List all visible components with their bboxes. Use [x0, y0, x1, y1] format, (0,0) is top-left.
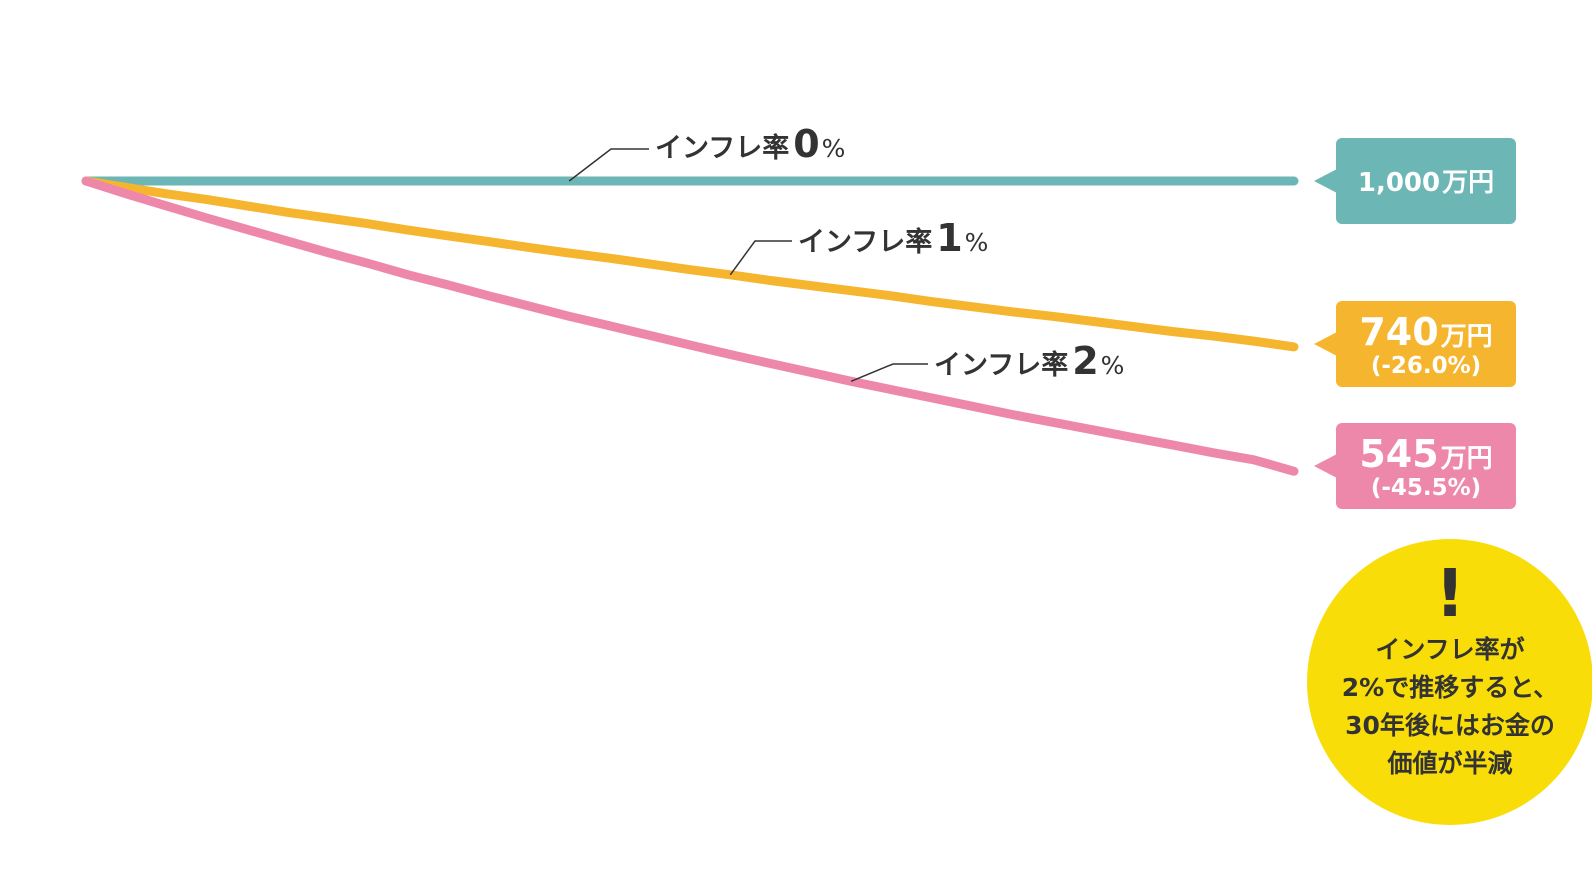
callout-change-1: (-26.0%) [1371, 353, 1481, 379]
note-circle [1307, 539, 1592, 825]
note-line-4: 価値が半減 [1386, 749, 1512, 778]
summary-note: ! インフレ率が 2%で推移すると、 30年後にはお金の 価値が半減 [1307, 539, 1592, 825]
note-line-2: 2%で推移すると、 [1342, 673, 1558, 702]
callout-pointer-2 [1314, 454, 1337, 478]
note-exclamation: ! [1435, 555, 1465, 632]
callout-value-1: 740万円 [1359, 310, 1492, 354]
callout-pointer-1 [1314, 332, 1337, 356]
callout-box-1 [1336, 301, 1516, 387]
callout-box-0 [1336, 138, 1516, 224]
label-leader-1 [729, 240, 792, 276]
value-callouts: 1,000万円 740万円(-26.0%) 545万円(-45.5%) [1314, 138, 1516, 509]
callout-value-2: 545万円 [1359, 432, 1492, 476]
series-lines [81, 176, 1299, 476]
label-leader-0 [568, 148, 649, 182]
label-leader-2 [850, 363, 928, 382]
callout-pointer-0 [1314, 169, 1337, 193]
series-line-1 [81, 176, 1299, 352]
callout-change-2: (-45.5%) [1371, 475, 1481, 501]
callout-value-0: 1,000万円 [1358, 168, 1494, 198]
note-line-1: インフレ率が [1375, 635, 1524, 664]
label-leaders [568, 148, 928, 382]
series-line-2 [81, 176, 1299, 476]
note-line-3: 30年後にはお金の [1345, 711, 1555, 740]
callout-box-2 [1336, 423, 1516, 509]
